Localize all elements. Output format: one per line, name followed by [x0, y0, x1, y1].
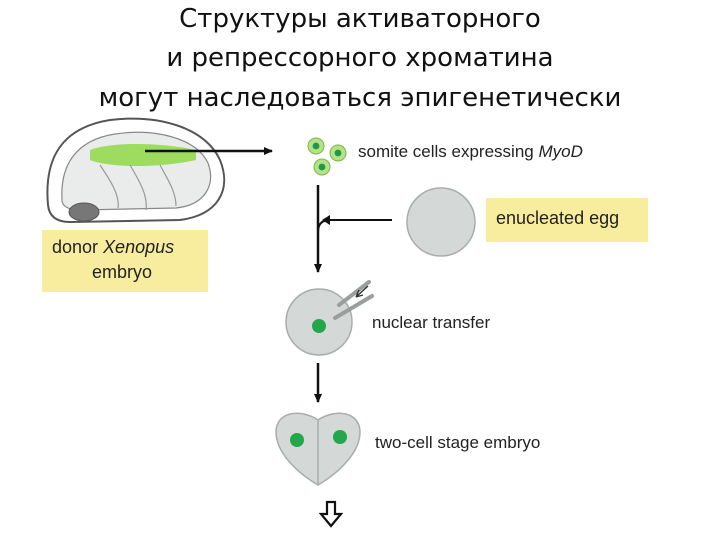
label-box-donor-embryo [42, 230, 208, 292]
label-enucleated-egg: enucleated egg [496, 208, 620, 228]
label-donor-line-2: embryo [92, 262, 153, 282]
enucleated-egg-cell [406, 187, 476, 257]
somite-region [90, 144, 196, 166]
label-donor-line-1: donor Xenopus [52, 237, 175, 257]
title-line-2: и репрессорного хроматина [166, 43, 554, 73]
label-somite-cells: somite cells expressing MyoD [358, 142, 583, 161]
label-box-enucleated-egg [486, 198, 648, 242]
two-cell-embryo [275, 412, 361, 486]
label-two-cell-stage: two-cell stage embryo [375, 433, 541, 452]
somite-cells [307, 137, 347, 176]
donor-embryo-illustration [46, 117, 226, 224]
nuclear-transfer-cell [285, 280, 374, 356]
title-line-1: Структуры активаторного [179, 4, 541, 34]
title-line-3: могут наследоваться эпигенетически [98, 83, 622, 113]
down-arrow-outline-icon [318, 500, 344, 528]
label-nuclear-transfer: nuclear transfer [372, 313, 491, 332]
